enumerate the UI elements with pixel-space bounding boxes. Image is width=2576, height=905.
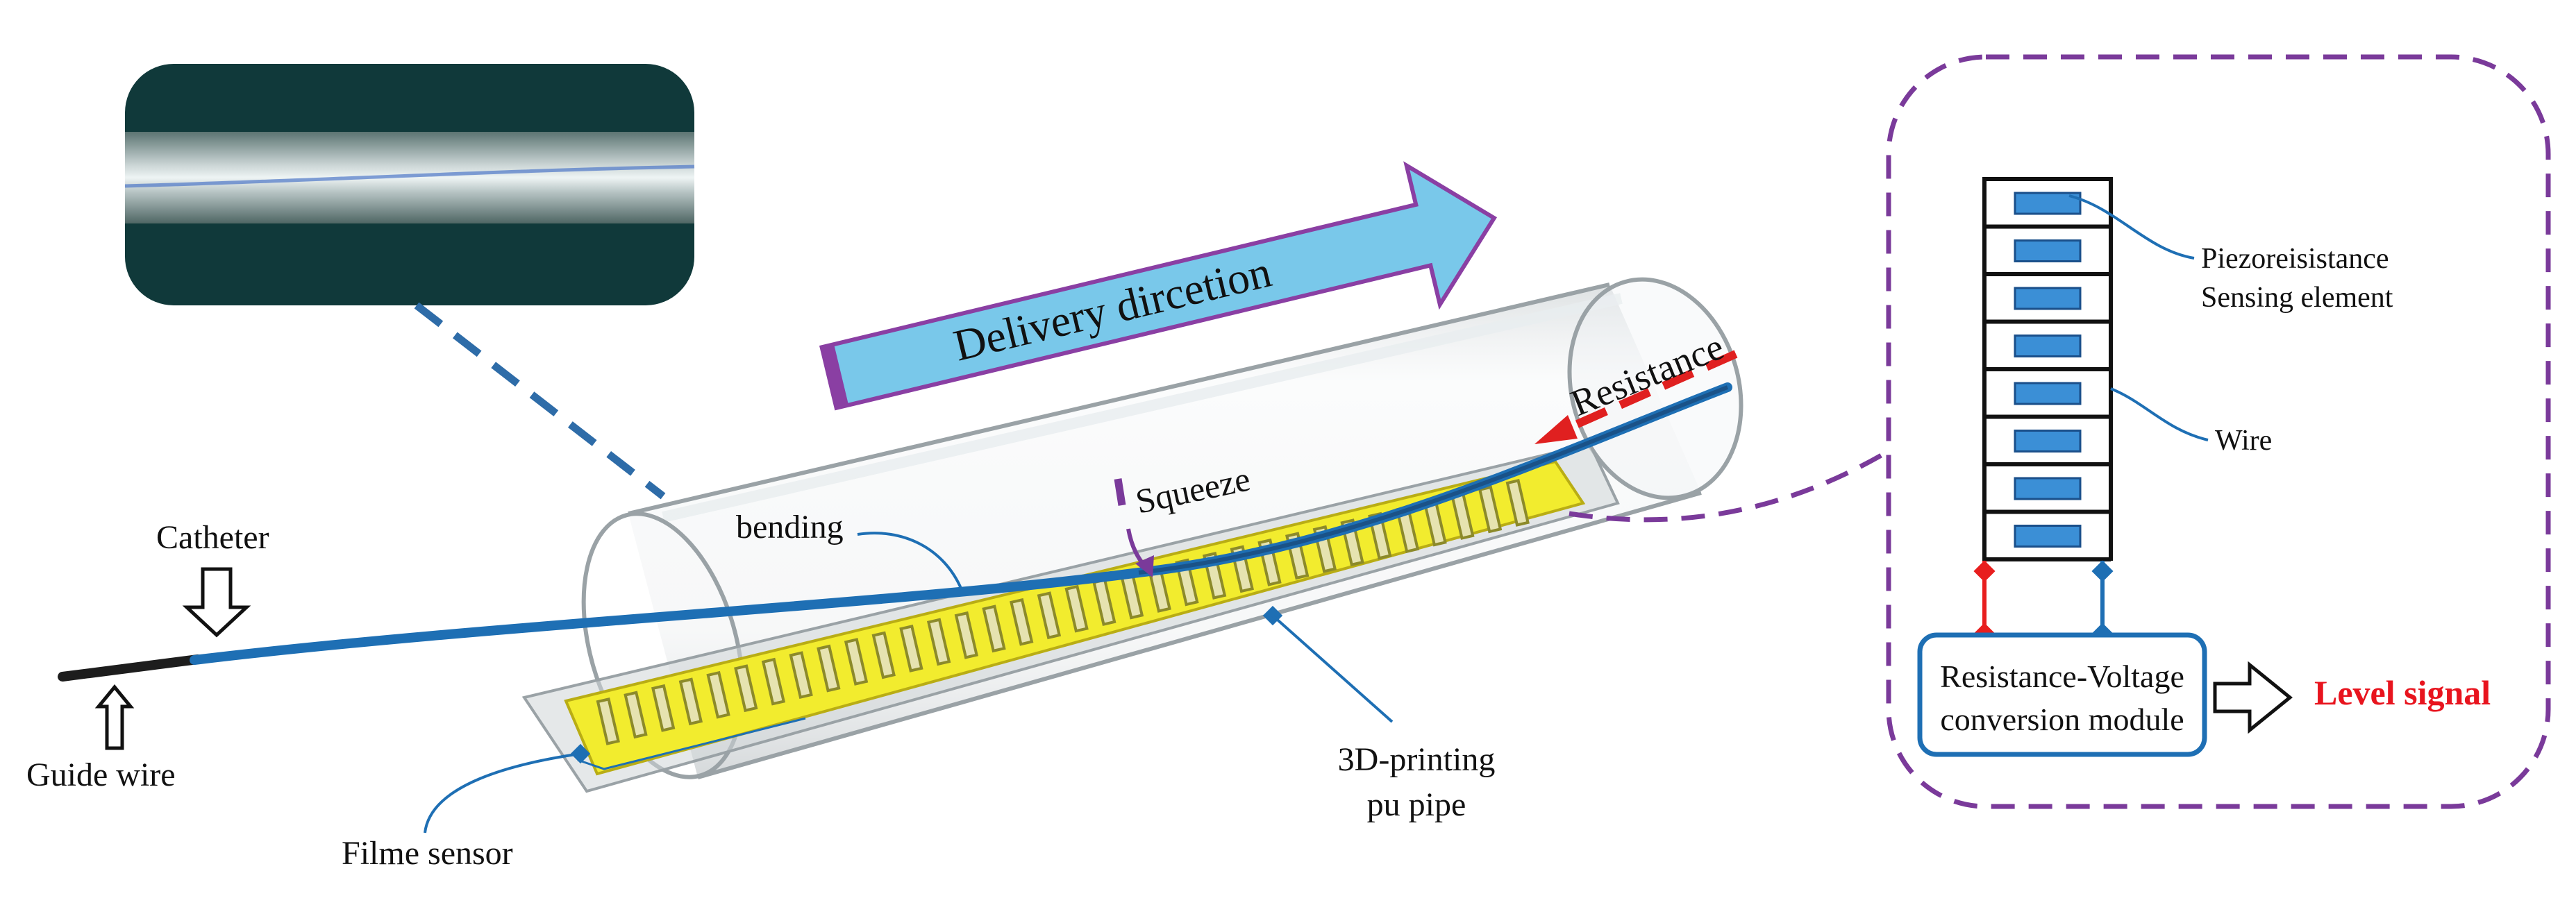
wire-leader [2110, 387, 2209, 441]
conversion-module: Resistance-Voltage conversion module [1917, 632, 2207, 757]
film-sensor-leader [424, 752, 581, 834]
sensing-element [2014, 335, 2082, 357]
sensor-trace [761, 657, 786, 706]
sensor-trace [1037, 591, 1062, 640]
sensor-trace [871, 631, 896, 679]
sensor-trace [706, 670, 730, 719]
sensor-trace [1010, 598, 1034, 646]
circuit-panel: Resistance-Voltage conversion module Lev… [1886, 54, 2551, 809]
catheter-photo [124, 64, 695, 305]
resistance-arrow [1534, 350, 1738, 444]
sensor-trace [1505, 479, 1530, 527]
bending-label: bending [736, 509, 844, 545]
sensor-trace [954, 611, 978, 659]
sensor-ladder [1982, 177, 2113, 561]
wire-label: Wire [2215, 425, 2272, 457]
guide-wire [58, 654, 203, 682]
module-label-line2: conversion module [1940, 702, 2184, 737]
level-signal-label: Level signal [2314, 673, 2491, 712]
element-label-line2: Sensing element [2201, 282, 2393, 314]
bending-leader [857, 532, 963, 591]
sensing-element [2014, 477, 2082, 500]
sensing-element [2014, 430, 2082, 453]
module-label-line1: Resistance-Voltage [1940, 659, 2184, 694]
element-label-line1: Piezoreisistance [2201, 243, 2389, 275]
sensing-element [2014, 525, 2082, 548]
sensor-trace [817, 644, 841, 693]
sensor-trace [678, 677, 703, 726]
guide-wire-label: Guide wire [26, 756, 176, 793]
output-arrow [2213, 661, 2293, 734]
pipe-label-line1: 3D-printing [1338, 741, 1496, 778]
element-leader [2068, 194, 2195, 260]
sensor-trace [1064, 584, 1089, 633]
guide-wire-pointer-arrow [94, 684, 135, 750]
sensor-trace [651, 684, 676, 732]
pipe-leader [1271, 614, 1394, 723]
circuit-callout-line [1569, 448, 1890, 523]
sensor-trace [789, 651, 813, 700]
sensing-element [2014, 382, 2082, 405]
photo-callout-line [414, 302, 666, 500]
sensor-trace [1478, 485, 1503, 534]
sensor-trace [899, 625, 923, 673]
film-sensor-label: Filme sensor [342, 835, 513, 872]
sensor-trace [624, 691, 648, 739]
sensor-trace [734, 664, 758, 713]
sensing-element [2014, 287, 2082, 310]
sensor-trace [982, 604, 1006, 653]
catheter-label: Catheter [156, 519, 269, 556]
catheter-pointer-arrow [182, 567, 251, 638]
squeeze-indicator [1114, 478, 1154, 577]
terminal-wires [1973, 560, 2114, 645]
sensor-trace [596, 697, 620, 745]
pipe-label-line2: pu pipe [1367, 786, 1466, 823]
sensor-trace [844, 638, 869, 686]
sensor-trace [926, 618, 951, 666]
sensing-element [2014, 239, 2082, 262]
